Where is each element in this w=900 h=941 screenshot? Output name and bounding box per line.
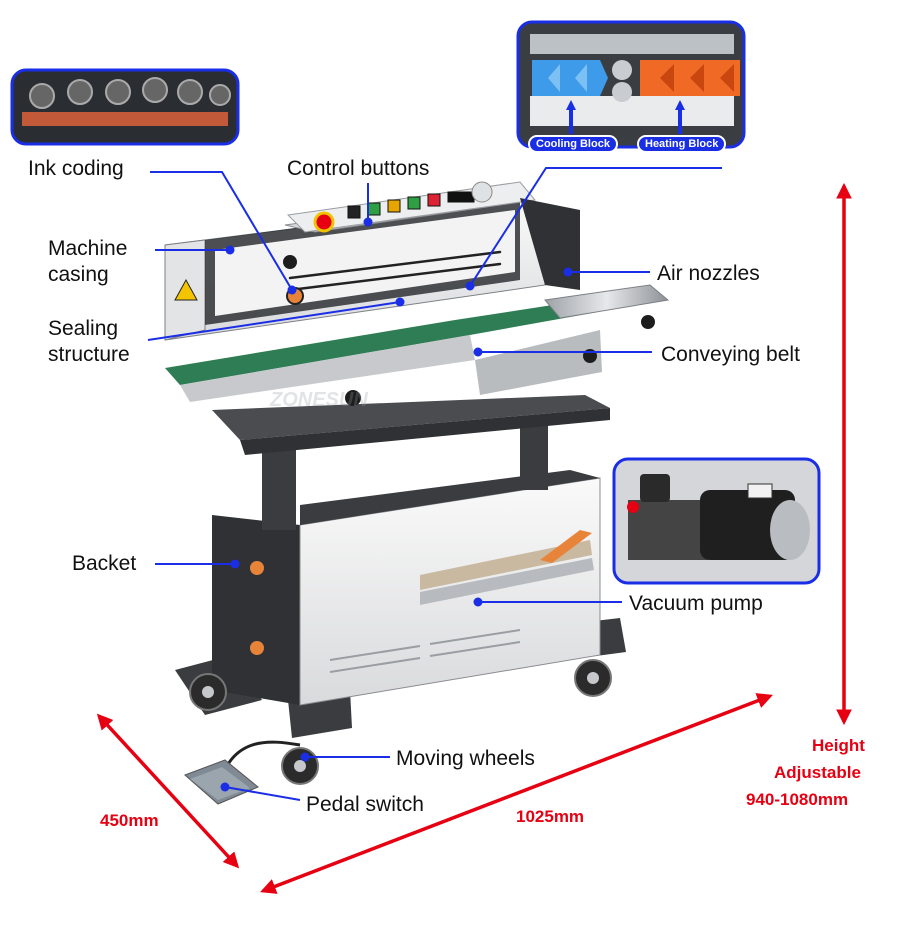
cooling-block-tag: Cooling Block bbox=[528, 135, 618, 153]
inset-ink-coding bbox=[10, 68, 240, 146]
label-machine-casing-line1: Machine bbox=[48, 237, 128, 260]
label-vacuum-pump: Vacuum pump bbox=[629, 592, 763, 615]
label-pedal-switch: Pedal switch bbox=[306, 793, 424, 816]
label-air-nozzles: Air nozzles bbox=[657, 262, 760, 285]
callout-ink-coding bbox=[150, 171, 293, 291]
dimension-height-line1: Height bbox=[812, 736, 865, 755]
inset-vacuum-pump bbox=[612, 457, 821, 585]
inset-cooling-heating bbox=[516, 20, 746, 149]
machine-illustration bbox=[164, 181, 670, 805]
depth-arrow bbox=[96, 713, 240, 869]
label-control-buttons: Control buttons bbox=[287, 157, 430, 180]
dimension-depth: 450mm bbox=[100, 811, 159, 830]
heating-block-tag: Heating Block bbox=[637, 135, 727, 153]
label-backet: Backet bbox=[72, 552, 137, 575]
length-arrow bbox=[260, 693, 773, 894]
dimension-height-line3: 940-1080mm bbox=[746, 790, 849, 809]
dimension-arrows bbox=[96, 182, 852, 894]
label-ink-coding: Ink coding bbox=[28, 157, 124, 180]
label-sealing-structure-line1: Sealing bbox=[48, 317, 119, 340]
dimension-height-line2: Adjustable bbox=[774, 763, 861, 782]
label-conveying-belt: Conveying belt bbox=[661, 343, 800, 366]
label-moving-wheels: Moving wheels bbox=[396, 747, 535, 770]
dimension-length: 1025mm bbox=[516, 807, 585, 826]
callout-cooling-heating bbox=[469, 167, 722, 287]
callout-sealing-structure bbox=[147, 301, 401, 341]
watermark-text: ZONESUN bbox=[270, 389, 368, 411]
label-machine-casing-line2: casing bbox=[48, 263, 109, 286]
label-sealing-structure-line2: structure bbox=[48, 343, 130, 366]
